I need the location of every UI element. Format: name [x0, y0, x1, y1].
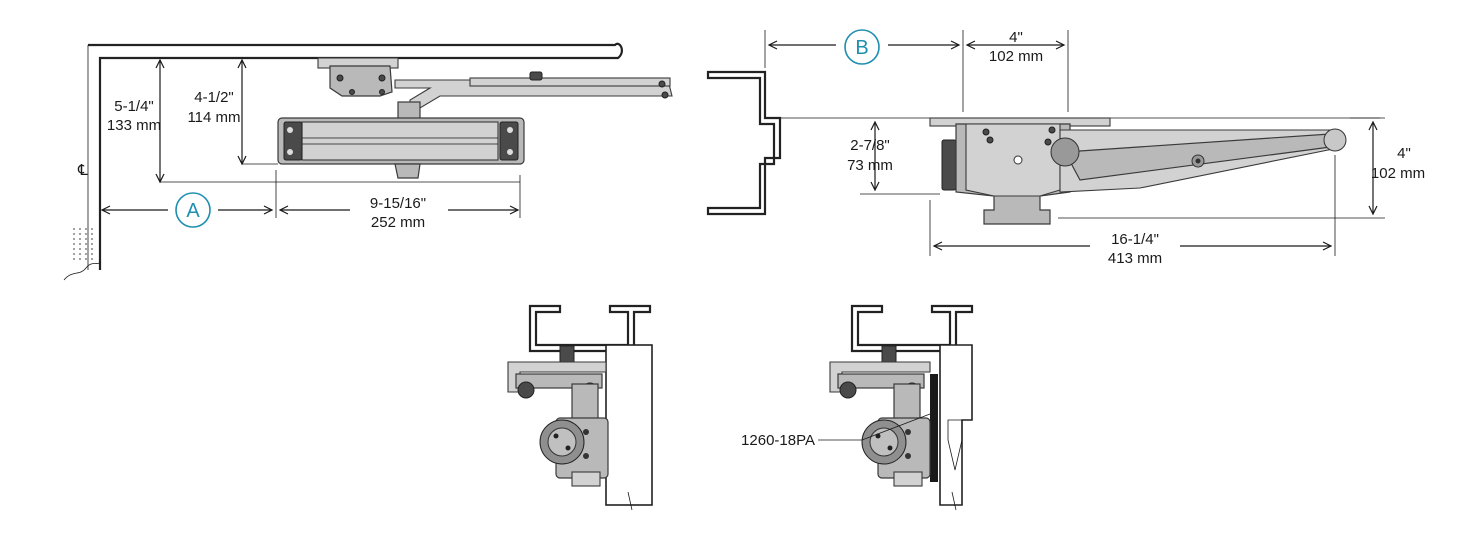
pinion	[397, 101, 421, 121]
detail1-frame	[528, 304, 652, 353]
dim-inner-metric: 114 mm	[187, 109, 240, 126]
detail-view-1	[507, 304, 653, 511]
dim-top-metric: 102 mm	[989, 48, 1043, 65]
callout-b-circle	[844, 29, 880, 65]
detail2-frame	[850, 304, 974, 353]
dim-left-metric: 73 mm	[847, 157, 893, 174]
centerline-symbol: ℄	[77, 162, 88, 179]
arm-upper	[469, 77, 671, 87]
dim-left-imperial: 2-7/8"	[850, 137, 890, 154]
detail-view-2: 1260-18PA	[741, 304, 974, 511]
dim-outer-metric: 133 mm	[107, 117, 161, 134]
frame-outline	[88, 42, 623, 270]
frame-profile	[706, 70, 782, 216]
part-leader-line	[818, 413, 931, 441]
dim-right-metric: 102 mm	[1371, 165, 1425, 182]
right-view: B 4" 102 mm 2-7/8" 73 mm 4" 102 m	[706, 29, 1425, 267]
dim-inner-imperial: 4-1/2"	[194, 89, 234, 106]
bottom-spindle	[394, 163, 421, 179]
dim-bottom-metric: 413 mm	[1108, 250, 1162, 267]
dim-bottom-imperial: 16-1/4"	[1111, 231, 1159, 248]
dim-top-imperial: 4"	[1009, 29, 1023, 46]
dim-outer-imperial: 5-1/4"	[114, 98, 154, 115]
callout-a-label: A	[186, 200, 200, 222]
closer-cover	[301, 121, 499, 161]
top-bracket	[329, 65, 393, 97]
dim-right-imperial: 4"	[1397, 145, 1411, 162]
hatch-marks	[63, 228, 101, 281]
callout-a-circle	[175, 192, 211, 228]
left-view: ℄ 5-1/4"	[63, 42, 673, 281]
part-label: 1260-18PA	[741, 432, 815, 449]
dim-width-metric: 252 mm	[371, 214, 425, 231]
dim-width-imperial: 9-15/16"	[370, 195, 426, 212]
callout-b-label: B	[855, 37, 868, 59]
